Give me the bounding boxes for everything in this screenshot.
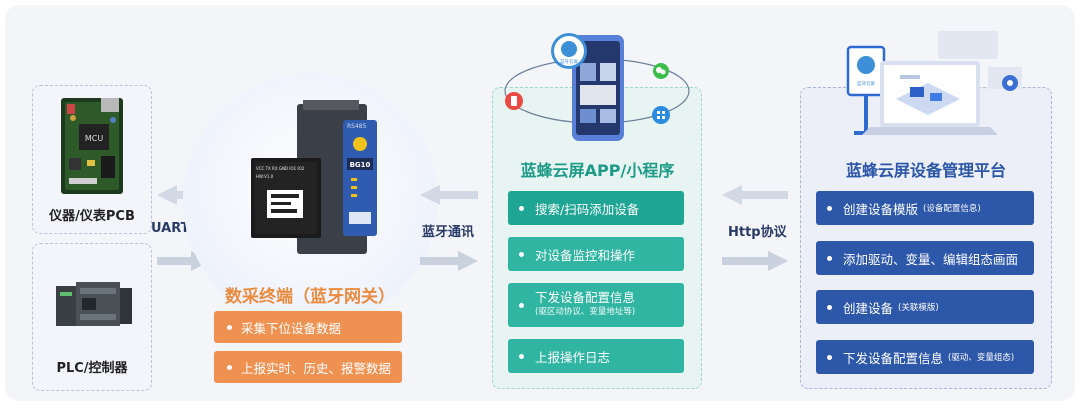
bullet-dot (227, 324, 232, 330)
module-port-label: RS485 (347, 123, 367, 130)
architecture-diagram: MCU 仪器/仪表PCB PLC/控制器 UART/RS485 (5, 5, 1075, 401)
platform-item-driver: 添加驱动、变量、编辑组态画面 (816, 241, 1034, 275)
board-version-label: HW:V1.0 (256, 174, 274, 179)
plc-controller-icon (56, 282, 132, 326)
gateway-item-report: 上报实时、历史、报警数据 (214, 351, 402, 383)
platform-badge-label: 蓝牙云屏 (857, 80, 875, 87)
platform-panel (800, 87, 1052, 389)
http-label: Http协议 (728, 225, 787, 240)
bullet-dot (827, 255, 832, 261)
app-item-sub: (驱区动协议、变量地址等) (535, 307, 636, 317)
app-item-label: 搜索/扫码添加设备 (535, 201, 640, 217)
bullet-dot (827, 205, 832, 211)
bullet-dot (519, 302, 524, 308)
gateway-item-label: 上报实时、历史、报警数据 (241, 360, 392, 376)
bullet-dot (519, 353, 524, 359)
app-item-config: 下发设备配置信息 (驱区动协议、变量地址等) (508, 283, 684, 327)
module-model-label: BG10 (350, 161, 371, 169)
gateway-item-label: 采集下位设备数据 (241, 320, 342, 336)
app-item-add-device: 搜索/扫码添加设备 (508, 191, 684, 225)
device-label-pcb: 仪器/仪表PCB (49, 209, 135, 224)
app-item-monitor: 对设备监控和操作 (508, 237, 684, 271)
gateway-item-collect: 采集下位设备数据 (214, 311, 402, 343)
platform-item-label: 创建设备模版 (843, 201, 919, 217)
platform-item-dispatch: 下发设备配置信息 (驱动、变量组态) (816, 340, 1034, 374)
http-arrows (722, 185, 788, 271)
board-pin-label: VCC TX RX GND IO1 IO2 (256, 166, 305, 171)
app-item-label: 上报操作日志 (535, 349, 611, 365)
platform-illustration: 蓝牙云屏 (846, 31, 1022, 135)
bullet-dot (519, 251, 524, 257)
platform-item-label: 添加驱动、变量、编辑组态画面 (843, 251, 1019, 267)
device-box-plc: PLC/控制器 (32, 243, 152, 391)
device-label-plc: PLC/控制器 (56, 361, 128, 376)
platform-title: 蓝蜂云屏设备管理平台 (845, 161, 1006, 180)
app-title: 蓝蜂云屏APP/小程序 (520, 161, 675, 180)
platform-item-note: (关联模版) (898, 303, 939, 313)
app-badge-label: 蓝牙云屏 (560, 58, 578, 65)
app-item-label: 下发设备配置信息 (535, 290, 636, 305)
platform-item-template: 创建设备模版 (设备配置信息) (816, 191, 1034, 225)
gateway-title: 数采终端（蓝牙网关） (225, 287, 395, 307)
device-box-pcb: MCU 仪器/仪表PCB (32, 85, 152, 234)
platform-item-note: (设备配置信息) (923, 204, 981, 214)
platform-item-note: (驱动、变量组态) (948, 353, 1015, 363)
platform-item-create: 创建设备 (关联模版) (816, 290, 1034, 324)
bullet-dot (519, 205, 524, 211)
mcu-chip-label: MCU (85, 134, 103, 143)
pcb-board-icon: MCU (61, 98, 123, 194)
bluetooth-arrows (420, 185, 478, 271)
bluetooth-label: 蓝牙通讯 (422, 225, 475, 240)
bullet-dot (827, 354, 832, 360)
platform-item-label: 创建设备 (843, 300, 894, 316)
bullet-dot (827, 304, 832, 310)
mobile-app-illustration: 蓝牙云屏 (504, 33, 690, 141)
app-item-label: 对设备监控和操作 (535, 247, 636, 263)
platform-item-label: 下发设备配置信息 (843, 350, 944, 366)
bullet-dot (227, 364, 232, 370)
app-item-log: 上报操作日志 (508, 339, 684, 373)
gateway-module-icon: RS485 BG10 VCC TX RX GND IO1 IO2 HW:V1.0 (251, 100, 377, 254)
